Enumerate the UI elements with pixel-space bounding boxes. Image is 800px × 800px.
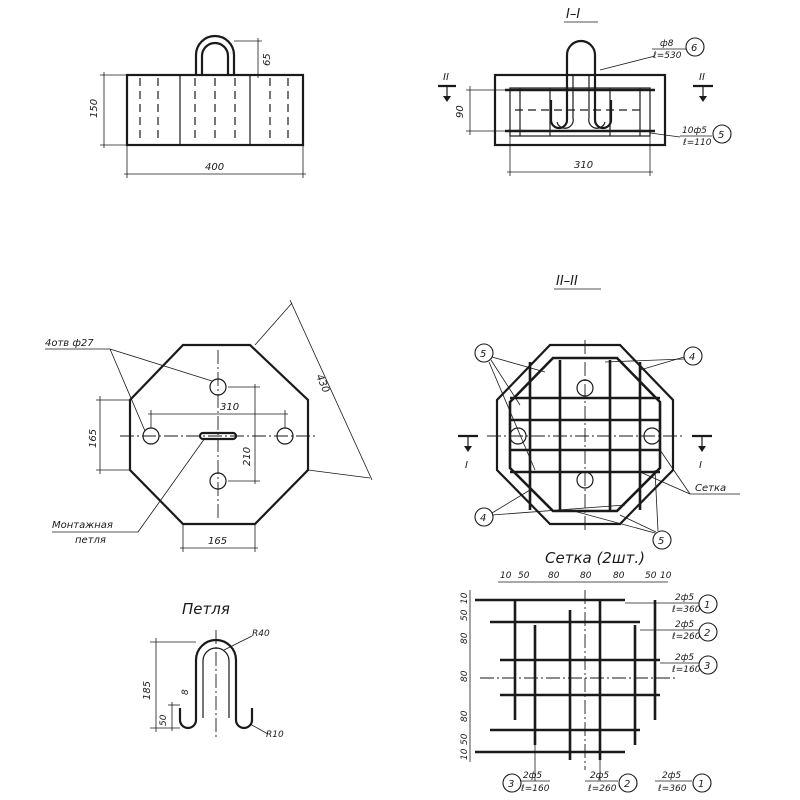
section-2-title: II–II xyxy=(556,274,578,289)
mesh-top-dim-1: 10 xyxy=(500,571,512,581)
dim-185: 185 xyxy=(142,681,153,700)
mesh-top-dim-4: 80 xyxy=(580,571,592,581)
pos-4-topright: 4 xyxy=(689,352,695,363)
section-1-loop xyxy=(565,39,597,75)
rebar6-pos: 6 xyxy=(691,43,697,54)
mesh-side-dim-5: 80 xyxy=(460,710,470,722)
section-1-1: I–I ф8 ℓ=530 6 10ф5 ℓ=110 5 90 xyxy=(438,7,732,176)
dim-8: 8 xyxy=(181,689,191,695)
dim-150: 150 xyxy=(89,99,100,118)
mesh-title: Сетка (2шт.) xyxy=(545,549,645,567)
bar3-spec: 2ф5 xyxy=(675,653,694,663)
radius-40: R40 xyxy=(252,629,270,639)
hole-bottom xyxy=(209,472,227,490)
loop-detail: Петля R40 R10 185 50 8 xyxy=(142,600,284,740)
mounting-loop-label-1: Монтажная xyxy=(52,520,113,531)
bottom-bar3-pos: 3 xyxy=(508,779,514,790)
block-outline xyxy=(125,73,305,147)
bottom-bar3-length: ℓ=160 xyxy=(520,784,550,794)
dim-310-section1: 310 xyxy=(574,160,593,171)
bottom-bar2-length: ℓ=260 xyxy=(587,784,617,794)
bar3-pos: 3 xyxy=(704,661,710,672)
section-2-octagon xyxy=(495,343,675,526)
bar2-length: ℓ=260 xyxy=(671,632,701,642)
mesh-top-dim-7: 10 xyxy=(660,571,672,581)
dim-400: 400 xyxy=(205,162,224,173)
section-1-title: I–I xyxy=(566,7,580,22)
mounting-loop-slot xyxy=(198,431,238,441)
bottom-bar1-pos: 1 xyxy=(698,779,704,790)
holes-label: 4отв ф27 xyxy=(45,338,94,349)
mesh-top-dim-5: 80 xyxy=(613,571,625,581)
mark-II-right: II xyxy=(699,72,705,83)
section-2-2: II–II 5 4 4 5 С xyxy=(458,274,740,550)
bar1-pos: 1 xyxy=(704,600,710,611)
loop-title: Петля xyxy=(182,600,230,618)
dim-210: 210 xyxy=(242,447,253,466)
dim-165-vertical: 165 xyxy=(88,429,99,448)
mesh-side-dim-6: 50 xyxy=(460,733,470,745)
dim-50: 50 xyxy=(159,714,169,726)
bar2-pos: 2 xyxy=(704,628,710,639)
front-view: 150 400 65 xyxy=(89,34,306,178)
bottom-bar1-length: ℓ=360 xyxy=(657,784,687,794)
mesh-side-dim-1: 10 xyxy=(460,592,470,604)
bottom-bar1-spec: 2ф5 xyxy=(662,771,681,781)
mesh-side-dim-4: 80 xyxy=(460,670,470,682)
mesh-top-dim-6: 50 xyxy=(645,571,657,581)
dim-310-plan: 310 xyxy=(220,402,239,413)
mesh-ring xyxy=(508,356,662,513)
radius-10: R10 xyxy=(266,730,284,740)
bar3-length: ℓ=160 xyxy=(671,665,701,675)
lifting-loop xyxy=(194,34,236,75)
mesh-top-dim-3: 80 xyxy=(548,571,560,581)
dim-430: 430 xyxy=(313,373,331,395)
mark-II-left: II xyxy=(443,72,449,83)
rebar6-spec: ф8 xyxy=(660,39,674,49)
bar1-spec: 2ф5 xyxy=(675,593,694,603)
plan-view: 310 210 165 165 430 4отв ф27 Монтажная п… xyxy=(45,299,373,552)
mesh-top-dim-2: 50 xyxy=(518,571,530,581)
mesh-side-dim-2: 50 xyxy=(460,609,470,621)
mesh-side-dim-3: 80 xyxy=(460,632,470,644)
plan-octagon xyxy=(128,343,310,526)
pos-5-bottomright: 5 xyxy=(658,536,664,547)
mark-I-left: I xyxy=(465,460,468,471)
mesh-label: Сетка xyxy=(695,483,726,494)
bottom-bar2-pos: 2 xyxy=(624,779,630,790)
mesh-side-dim-7: 10 xyxy=(460,748,470,760)
mark-I-right: I xyxy=(699,460,702,471)
bar2-spec: 2ф5 xyxy=(675,620,694,630)
section-1-outline xyxy=(493,73,667,147)
mounting-loop-label-2: петля xyxy=(75,535,106,546)
rebar5-spec: 10ф5 xyxy=(682,126,707,136)
hole-top xyxy=(209,378,227,396)
dim-90: 90 xyxy=(455,105,466,118)
rebar5-pos: 5 xyxy=(718,130,724,141)
rebar6-length: ℓ=530 xyxy=(652,51,682,61)
dim-65: 65 xyxy=(262,53,273,66)
pos-4-bottomleft: 4 xyxy=(480,513,486,524)
mesh-detail: Сетка (2шт.) 10 50 80 80 80 50 10 10 50 … xyxy=(460,549,718,794)
pos-5-topleft: 5 xyxy=(480,349,486,360)
bar1-length: ℓ=360 xyxy=(671,605,701,615)
bottom-bar3-spec: 2ф5 xyxy=(523,771,542,781)
dim-165-horizontal: 165 xyxy=(208,536,227,547)
rebar5-length: ℓ=110 xyxy=(682,138,712,148)
